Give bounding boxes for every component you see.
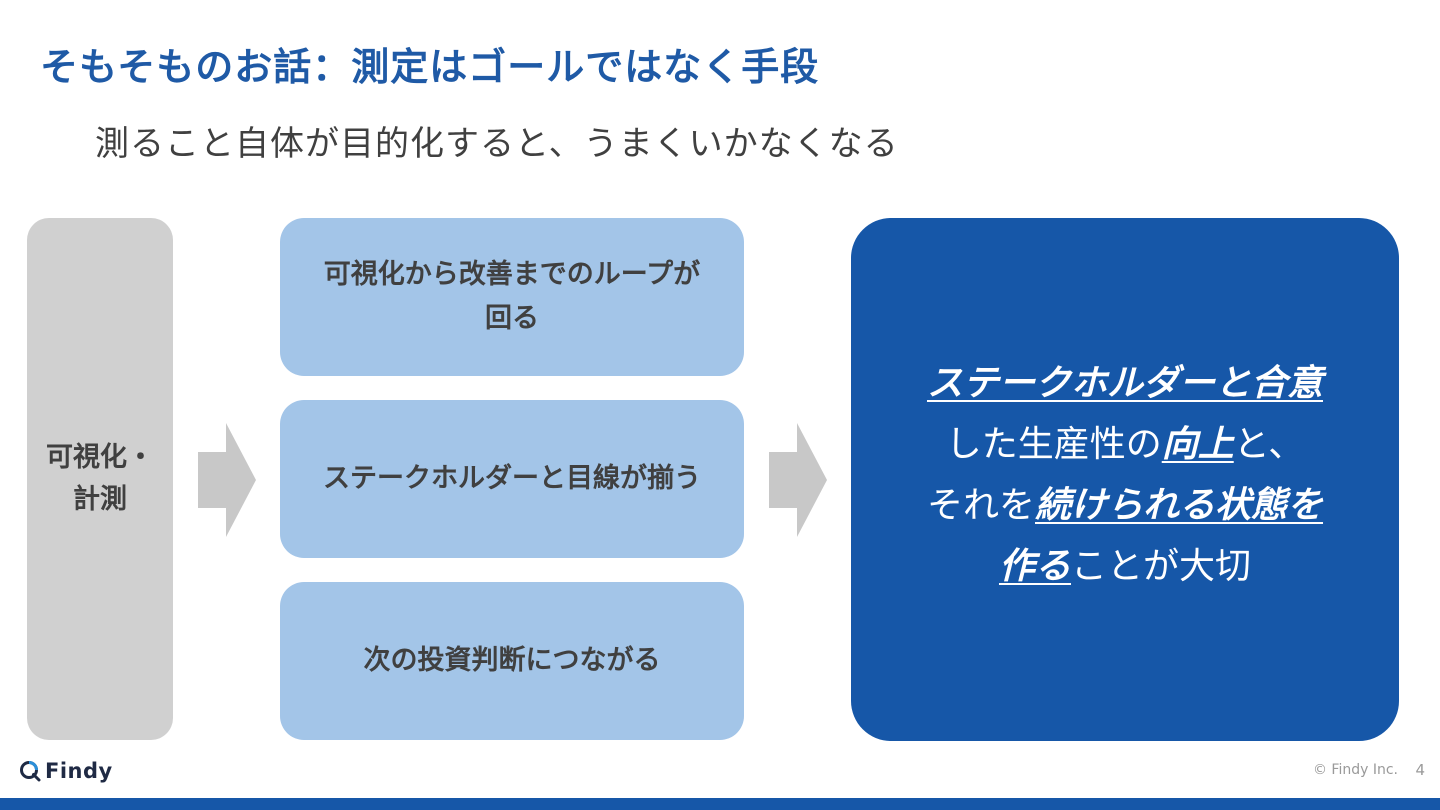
- effect-box-loop: 可視化から改善までのループが 回る: [280, 218, 744, 376]
- effect-box-loop-line2: 回る: [484, 303, 539, 334]
- visualization-label: 可視化・ 計測: [40, 437, 160, 521]
- conclusion-emphasis: ステークホルダーと合意: [926, 362, 1323, 404]
- findy-logo-text: Findy: [45, 759, 113, 783]
- conclusion-box: ステークホルダーと合意 した生産性の向上と、 それを続けられる状態を 作ることが…: [851, 218, 1399, 741]
- footer-bar: [0, 798, 1440, 810]
- conclusion-text: ステークホルダーと合意 した生産性の向上と、 それを続けられる状態を 作ることが…: [927, 353, 1323, 597]
- conclusion-emphasis: 向上: [1161, 423, 1234, 465]
- effect-box-loop-label: 可視化から改善までのループが 回る: [324, 253, 700, 341]
- visualization-label-line1: 可視化・: [46, 442, 154, 473]
- copyright-text: © Findy Inc.: [1312, 762, 1398, 778]
- conclusion-text-segment: した生産性の: [945, 423, 1162, 465]
- visualization-label-line2: 計測: [73, 484, 127, 515]
- conclusion-text-segment: ことが大切: [1071, 545, 1252, 587]
- conclusion-emphasis: 続けられる状態を: [1035, 484, 1324, 526]
- conclusion-text-segment: それを: [926, 484, 1035, 526]
- arrow-right-icon: [769, 423, 827, 537]
- arrow-right-icon: [198, 423, 256, 537]
- findy-logo-icon: [20, 761, 41, 782]
- slide-subtitle: 測ること自体が目的化すると、うまくいかなくなる: [95, 124, 899, 164]
- page-number: 4: [1415, 761, 1425, 779]
- effect-box-investment-label: 次の投資判断につながる: [363, 645, 661, 676]
- effect-box-investment: 次の投資判断につながる: [280, 582, 744, 740]
- visualization-box: 可視化・ 計測: [27, 218, 173, 740]
- slide-title: そもそものお話：測定はゴールではなく手段: [40, 45, 820, 89]
- effect-box-alignment-label: ステークホルダーと目線が揃う: [323, 463, 701, 494]
- effect-box-alignment: ステークホルダーと目線が揃う: [280, 400, 744, 558]
- conclusion-text-segment: と、: [1233, 423, 1305, 465]
- findy-logo: Findy: [19, 759, 113, 783]
- effect-box-loop-line1: 可視化から改善までのループが: [323, 259, 701, 290]
- conclusion-emphasis: 作る: [998, 545, 1071, 587]
